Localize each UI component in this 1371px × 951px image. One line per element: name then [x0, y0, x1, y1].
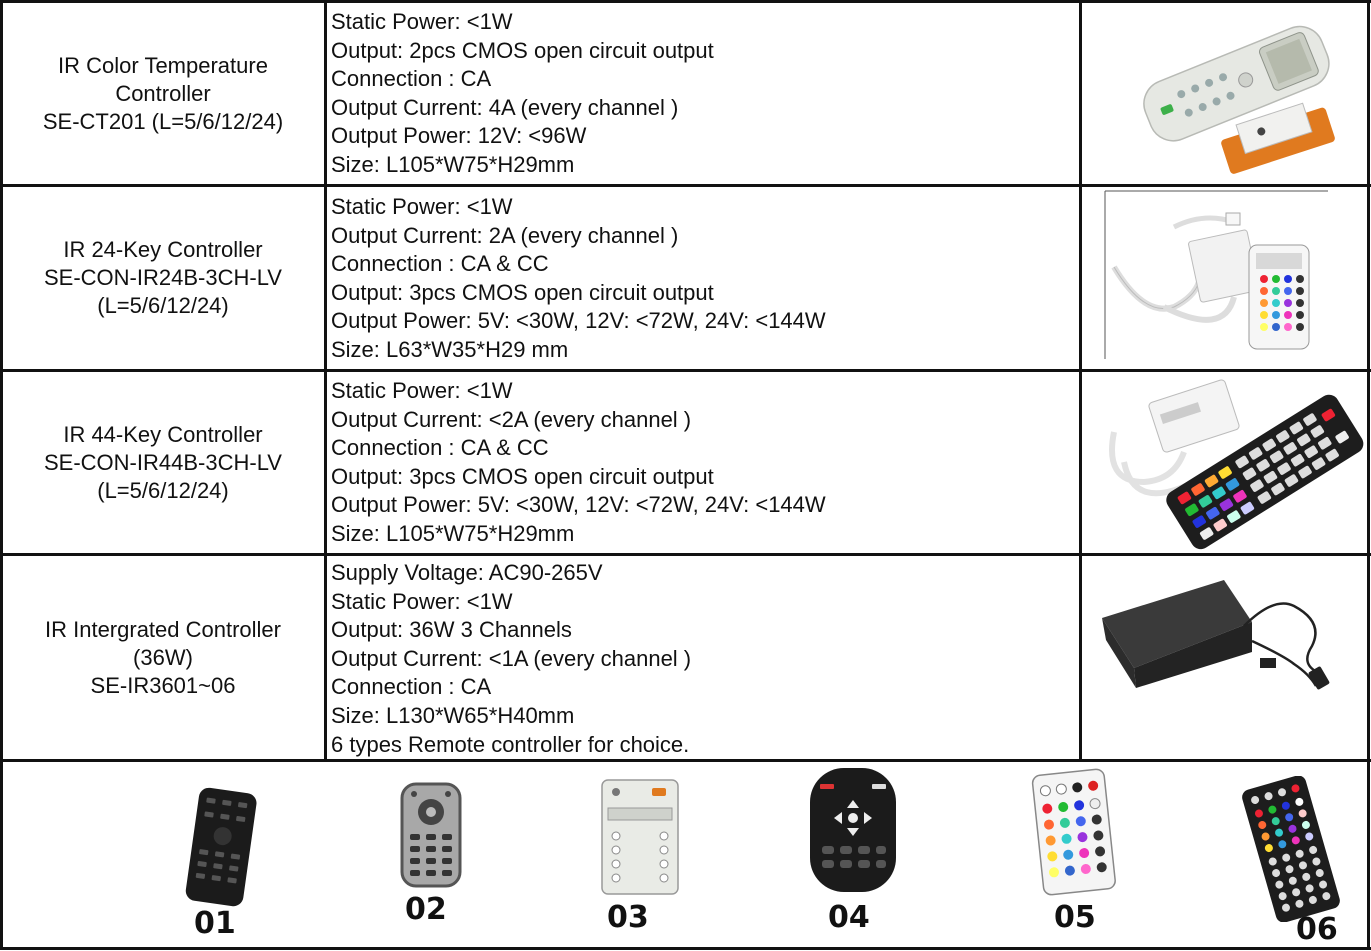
product-spec-cell: Static Power: <1W Output Current: <2A (e… [331, 377, 1076, 549]
remote-label: 06 [1296, 912, 1338, 947]
product-name-line: IR 24-Key Controller [63, 237, 263, 262]
spec-line: Supply Voltage: AC90-265V [331, 560, 603, 585]
spec-line: Size: L105*W75*H29mm [331, 151, 575, 177]
power-supply-box-icon [1102, 580, 1330, 690]
column-divider [1079, 0, 1082, 762]
remote-label: 03 [607, 900, 649, 935]
spec-line: Output Power: 5V: <30W, 12V: <72W, 24V: … [331, 308, 826, 334]
spec-line: Output: 36W 3 Channels [331, 617, 572, 643]
spec-line: Size: L105*W75*H29mm [331, 520, 575, 546]
remote-label: 02 [405, 892, 447, 927]
spec-line: Connection : CA & CC [331, 251, 549, 277]
spec-line: Output: 3pcs CMOS open circuit output [331, 463, 714, 489]
spec-line: Output Power: 12V: <96W [331, 123, 587, 149]
black-slim-remote-icon [185, 787, 257, 907]
spec-line: Output Power: 5V: <30W, 12V: <72W, 24V: … [331, 492, 826, 518]
product-name-line: IR Color Temperature [58, 52, 268, 78]
spec-line: Output: 3pcs CMOS open circuit output [331, 279, 714, 305]
spec-line: 6 types Remote controller for choice. [331, 731, 690, 757]
white-fan-remote-icon [601, 779, 679, 895]
spec-line: Size: L63*W35*H29 mm [331, 336, 569, 362]
spec-line: Static Power: <1W [331, 9, 513, 34]
product-image-cell [1084, 187, 1368, 369]
spec-line: Output Current: <1A (every channel ) [331, 645, 692, 671]
spec-line: Static Power: <1W [331, 588, 513, 614]
remote-label: 05 [1054, 900, 1096, 935]
table-border-right [1367, 0, 1370, 950]
spec-line: Output Current: <2A (every channel ) [331, 406, 692, 432]
spec-line: Output Current: 4A (every channel ) [331, 94, 679, 120]
product-image-cell [1084, 3, 1368, 184]
table-border-left [0, 0, 3, 950]
remote-label: 04 [828, 900, 870, 935]
table-border-bottom [0, 947, 1371, 950]
product-spec-cell: Static Power: <1W Output Current: 2A (ev… [331, 193, 1076, 365]
black-round-remote-icon [810, 768, 896, 892]
spec-line: Size: L130*W65*H40mm [331, 702, 575, 728]
product-name-cell: IR Intergrated Controller (36W) SE-IR360… [2, 556, 324, 759]
product-name-cell: IR 44-Key Controller SE-CON-IR44B-3CH-LV… [2, 372, 324, 553]
product-model-line: SE-IR3601~06 [90, 672, 236, 698]
44-key-rgb-remote-icon [1109, 379, 1364, 550]
table-border-top [0, 0, 1371, 3]
row-divider [0, 553, 1371, 556]
spec-line: Connection : CA & CC [331, 435, 549, 461]
product-model-line: SE-CON-IR24B-3CH-LV [44, 265, 282, 290]
product-model-line: SE-CON-IR44B-3CH-LV [44, 449, 282, 475]
column-divider [324, 0, 327, 762]
gray-media-remote-icon [400, 782, 462, 888]
spec-line: Connection : CA [331, 674, 492, 700]
product-name-line: IR 44-Key Controller [63, 421, 263, 447]
product-spec-cell: Supply Voltage: AC90-265V Static Power: … [331, 559, 1076, 759]
product-name-line: Controller [115, 80, 211, 106]
product-name-line: IR Intergrated Controller [45, 616, 281, 642]
product-name-line: (L=5/6/12/24) [97, 293, 229, 318]
row-divider [0, 184, 1371, 187]
rgb-key-grid [1177, 408, 1349, 540]
product-name-cell: IR 24-Key Controller SE-CON-IR24B-3CH-LV… [2, 187, 324, 369]
product-spec-cell: Static Power: <1W Output: 2pcs CMOS open… [331, 8, 1076, 180]
spec-line: Static Power: <1W [331, 194, 513, 219]
rgb-44-key-remote-icon [1242, 776, 1340, 922]
remote-with-controller-box-icon [1143, 25, 1335, 174]
remote-label: 01 [194, 906, 236, 941]
spec-line: Output: 2pcs CMOS open circuit output [331, 37, 714, 63]
spec-line: Connection : CA [331, 66, 492, 92]
product-name-cell: IR Color Temperature Controller SE-CT201… [2, 3, 324, 184]
product-name-line: (L=5/6/12/24) [97, 477, 229, 503]
row-divider [0, 369, 1371, 372]
product-name-line: (36W) [133, 644, 193, 670]
product-model-line: SE-CT201 (L=5/6/12/24) [42, 108, 284, 134]
rgb-24-key-remote-icon [1031, 768, 1116, 896]
row-divider [0, 759, 1371, 762]
spec-line: Static Power: <1W [331, 378, 513, 403]
rgb-key-grid [1256, 253, 1304, 331]
product-image-cell [1084, 372, 1368, 553]
product-image-cell [1084, 556, 1368, 759]
24-key-rgb-remote-icon [1104, 190, 1328, 359]
spec-line: Output Current: 2A (every channel ) [331, 222, 679, 248]
